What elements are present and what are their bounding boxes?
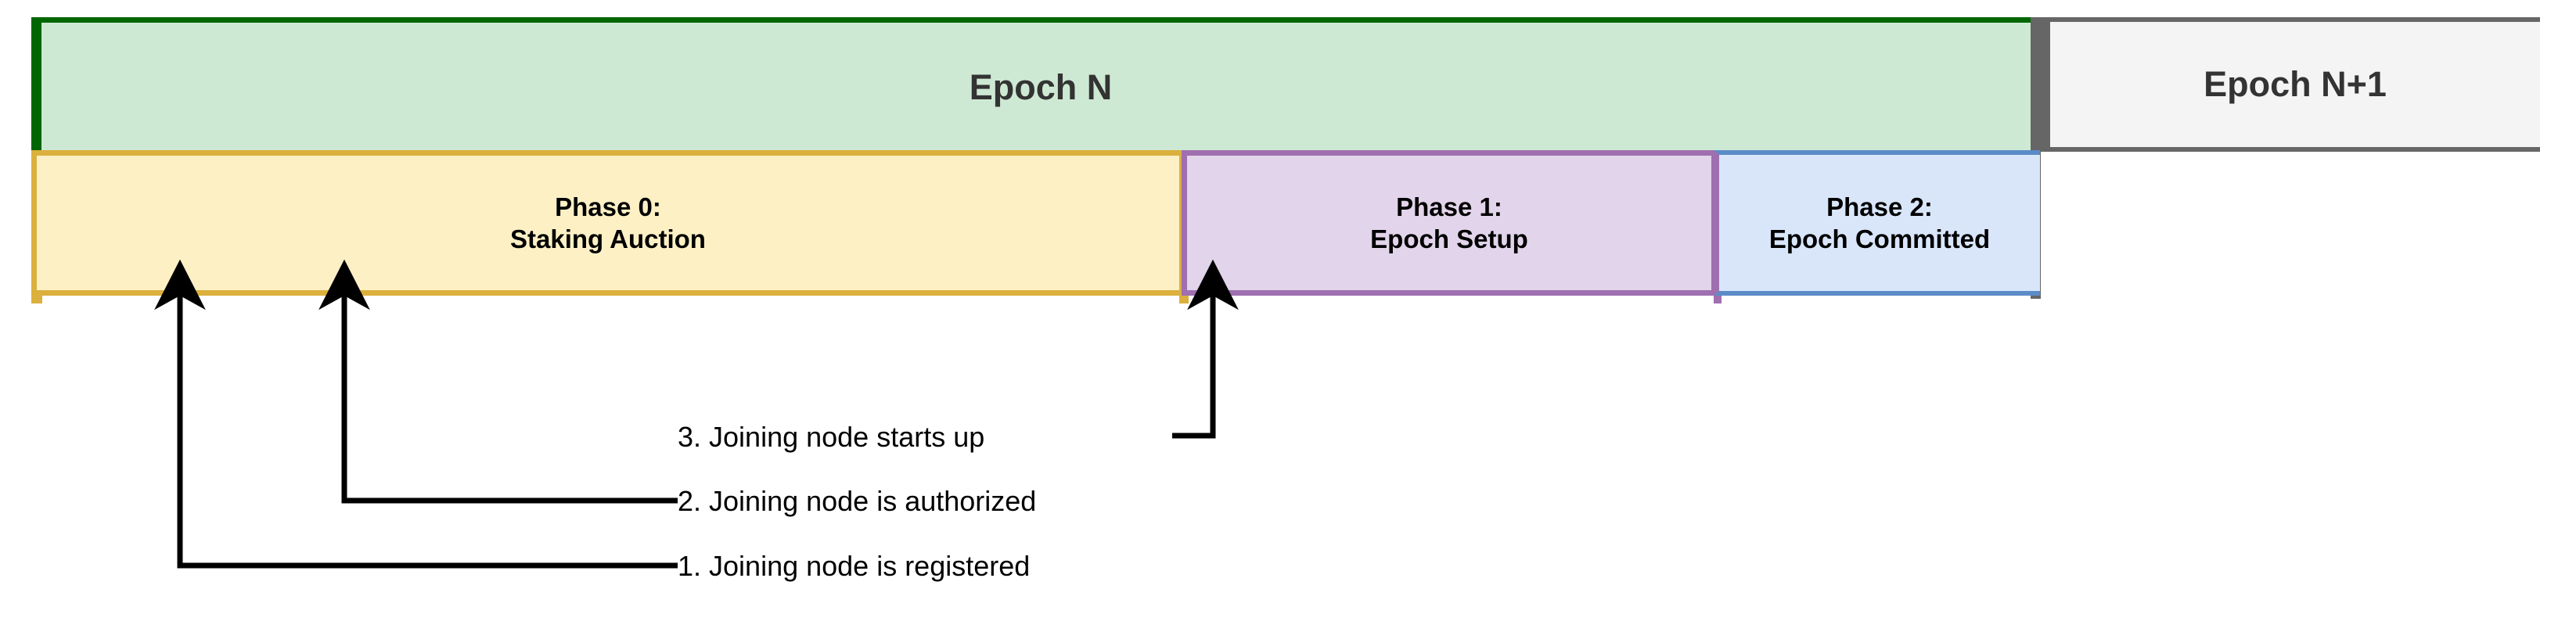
epoch-n-label: Epoch N <box>969 66 1113 107</box>
epoch-n-plus-1-label: Epoch N+1 <box>2204 64 2387 104</box>
phase-1-subtitle: Epoch Setup <box>1370 224 1528 253</box>
phase-0-subtitle: Staking Auction <box>510 224 706 253</box>
phase-0-box: Phase 0: Staking Auction <box>31 150 1185 296</box>
callout-3-leader <box>1172 259 1239 439</box>
callout-3-label: 3. Joining node starts up <box>678 421 985 453</box>
phase-1-box: Phase 1: Epoch Setup <box>1182 150 1717 296</box>
callout-1-leader <box>154 259 678 569</box>
phase-2-box: Phase 2: Epoch Committed <box>1714 150 2040 296</box>
phase-2-title: Phase 2: <box>1826 192 1933 221</box>
epoch-n-box: Epoch N <box>31 17 2040 152</box>
callout-2-label: 2. Joining node is authorized <box>678 485 1037 517</box>
callout-2-leader <box>318 259 678 504</box>
epoch-n-plus-1-box: Epoch N+1 <box>2040 17 2540 152</box>
callout-1-label: 1. Joining node is registered <box>678 550 1031 582</box>
phase-0-title: Phase 0: <box>555 192 661 221</box>
phase-1-title: Phase 1: <box>1396 192 1502 221</box>
phase-2-subtitle: Epoch Committed <box>1768 224 1991 253</box>
